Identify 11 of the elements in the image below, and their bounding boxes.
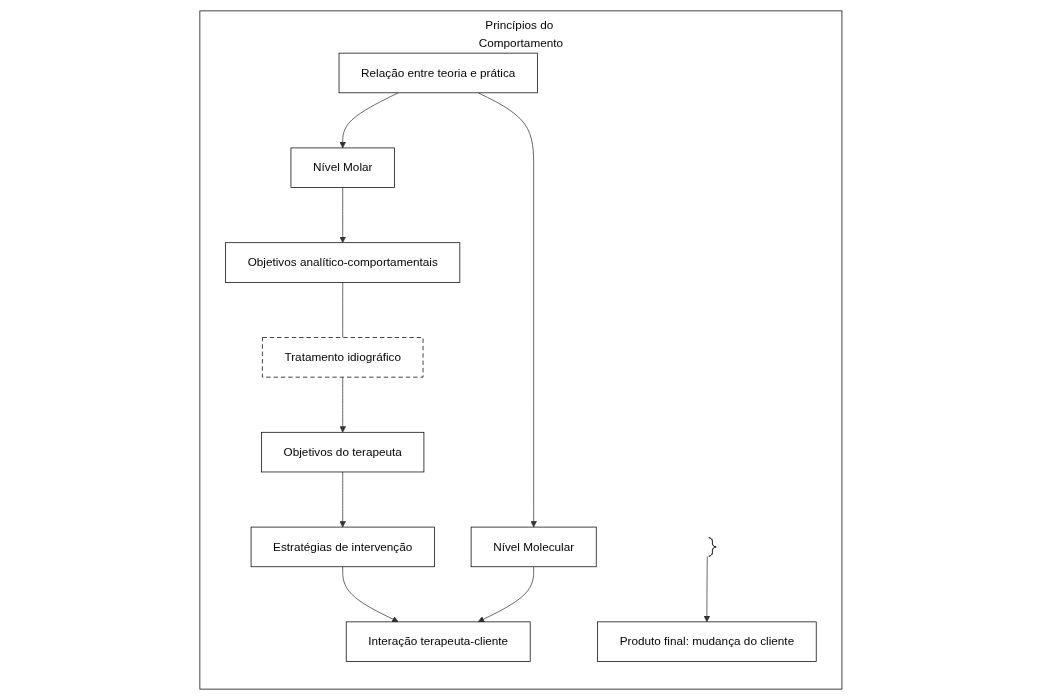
- node-box: Relação entre teoria e prática: [338, 52, 538, 94]
- node-box: Nível Molecular: [470, 526, 597, 568]
- connector: [341, 282, 343, 338]
- node-box: Interação terapeuta-cliente: [345, 621, 531, 662]
- node-box: Produto final: mudança do cliente: [596, 621, 817, 662]
- node-box: Tratamento idiográfico: [261, 337, 423, 378]
- node-box: Objetivos do terapeuta: [260, 431, 424, 473]
- node-brace: [708, 537, 717, 557]
- node-box: Estratégias de intervenção: [250, 526, 435, 568]
- node-box: Objetivos analítico-comportamentais: [224, 242, 460, 283]
- node-box: Nível Molar: [290, 147, 395, 188]
